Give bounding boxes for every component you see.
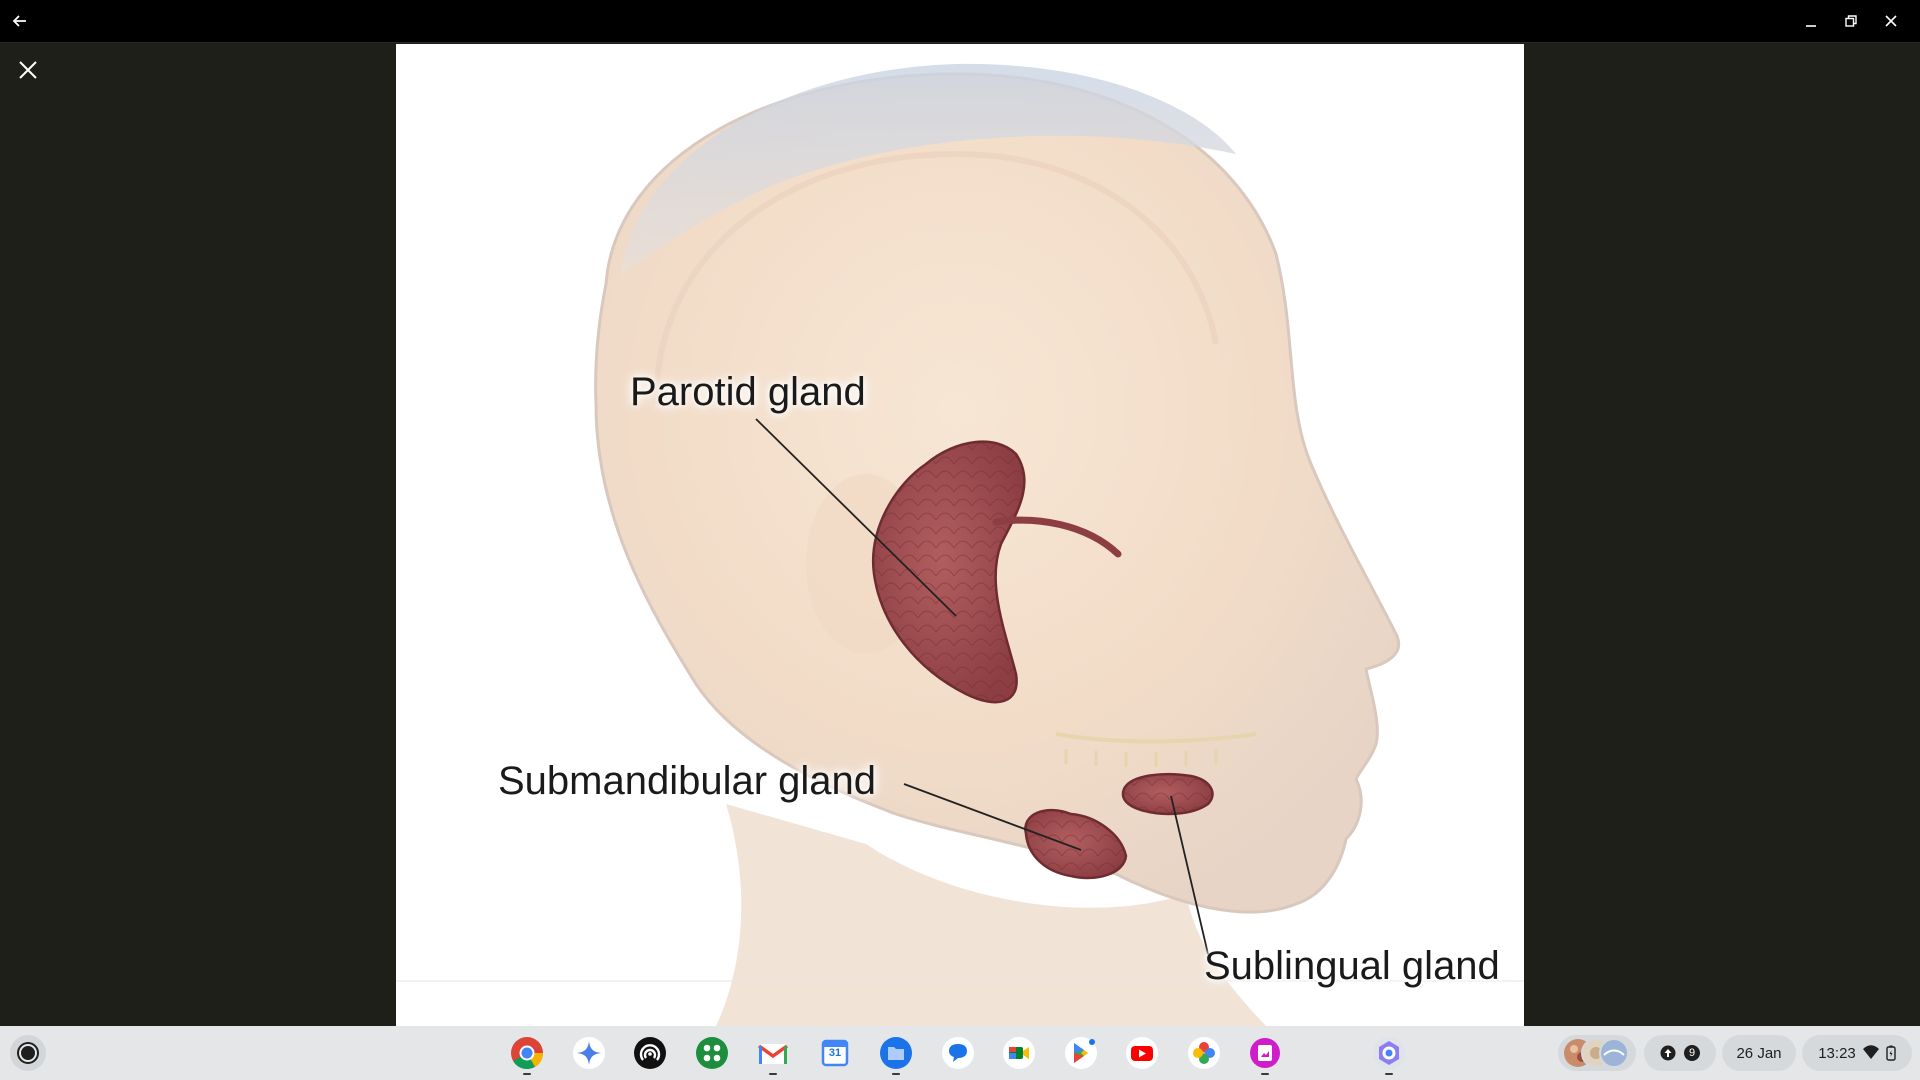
shelf-app-gmail[interactable] [754, 1034, 792, 1075]
shelf-app-youtube[interactable] [1123, 1034, 1161, 1072]
wifi-icon [1862, 1045, 1879, 1059]
running-indicator [523, 1073, 531, 1075]
files-icon [880, 1037, 912, 1069]
gmail-icon [757, 1044, 789, 1064]
running-indicator [769, 1073, 777, 1075]
close-icon [1885, 15, 1897, 27]
parotid-leader-line [755, 418, 957, 617]
running-indicator [1385, 1073, 1393, 1075]
shelf-app-chat[interactable] [939, 1034, 977, 1072]
shelf-app-calendar[interactable]: 31 [816, 1034, 854, 1072]
battery-icon [1886, 1045, 1896, 1061]
podcasts-icon [634, 1037, 666, 1069]
launcher-button[interactable] [10, 1035, 46, 1071]
shelf-app-grid[interactable] [693, 1034, 731, 1072]
gemini-icon [573, 1037, 605, 1069]
system-shelf: 31 [0, 1026, 1920, 1080]
chat-icon [942, 1037, 974, 1069]
shelf-app-play-store[interactable] [1062, 1034, 1100, 1072]
sublingual-leader-line [1170, 795, 1209, 955]
photos-icon [1188, 1037, 1220, 1069]
sublingual-gland-label: Sublingual gland [1204, 944, 1500, 988]
minimize-icon [1806, 25, 1816, 27]
minimize-button[interactable] [1797, 7, 1825, 35]
window-title-bar [0, 0, 1920, 43]
notification-count-badge: 9 [1684, 1045, 1700, 1061]
scalp-shape [621, 63, 1236, 274]
running-indicator [1261, 1073, 1269, 1075]
launcher-icon [19, 1044, 37, 1062]
date-pill[interactable]: 26 Jan [1722, 1035, 1796, 1071]
shelf-app-chrome[interactable] [508, 1034, 546, 1075]
restore-button[interactable] [1837, 7, 1865, 35]
shelf-app-photos[interactable] [1185, 1034, 1223, 1072]
close-viewer-button[interactable] [8, 50, 48, 90]
calendar-day-text: 31 [828, 1047, 842, 1059]
time-text: 13:23 [1818, 1044, 1856, 1062]
system-tray-pill[interactable]: 13:23 [1802, 1035, 1912, 1071]
gallery-icon [1250, 1038, 1280, 1068]
back-button[interactable] [6, 7, 34, 35]
head-illustration [396, 63, 1524, 1026]
shelf-app-camera[interactable] [1370, 1034, 1408, 1075]
submandibular-leader-line [903, 783, 1082, 851]
date-text: 26 Jan [1736, 1044, 1782, 1062]
anatomy-image: Parotid gland Submandibular gland Sublin… [396, 44, 1524, 1026]
shelf-app-gallery[interactable] [1246, 1034, 1284, 1075]
meet-icon [1003, 1037, 1035, 1069]
submandibular-gland-label: Submandibular gland [498, 759, 877, 803]
neck-shape [716, 804, 1266, 1026]
window-close-button[interactable] [1877, 7, 1905, 35]
calendar-icon [821, 1039, 849, 1067]
holding-space-tray[interactable] [1558, 1035, 1636, 1071]
youtube-icon [1126, 1037, 1158, 1069]
shelf-app-files[interactable] [877, 1034, 915, 1075]
parotid-gland-label: Parotid gland [630, 370, 866, 414]
chrome-icon [511, 1037, 544, 1070]
running-indicator [892, 1073, 900, 1075]
restore-icon [1845, 15, 1857, 27]
play-store-icon [1065, 1037, 1097, 1069]
holding-space-thumbnails-icon [1564, 1038, 1629, 1068]
app-grid-icon [696, 1037, 728, 1069]
shelf-app-podcasts[interactable] [631, 1034, 669, 1072]
camera-app-icon [1373, 1037, 1405, 1069]
parotid-duct-shape [992, 516, 1122, 558]
upload-icon [1660, 1045, 1676, 1061]
status-pill[interactable]: 9 [1644, 1035, 1716, 1071]
shelf-app-gemini[interactable] [570, 1034, 608, 1072]
arrow-left-icon [12, 15, 26, 27]
close-icon [19, 61, 37, 79]
shelf-app-meet[interactable] [1000, 1034, 1038, 1072]
